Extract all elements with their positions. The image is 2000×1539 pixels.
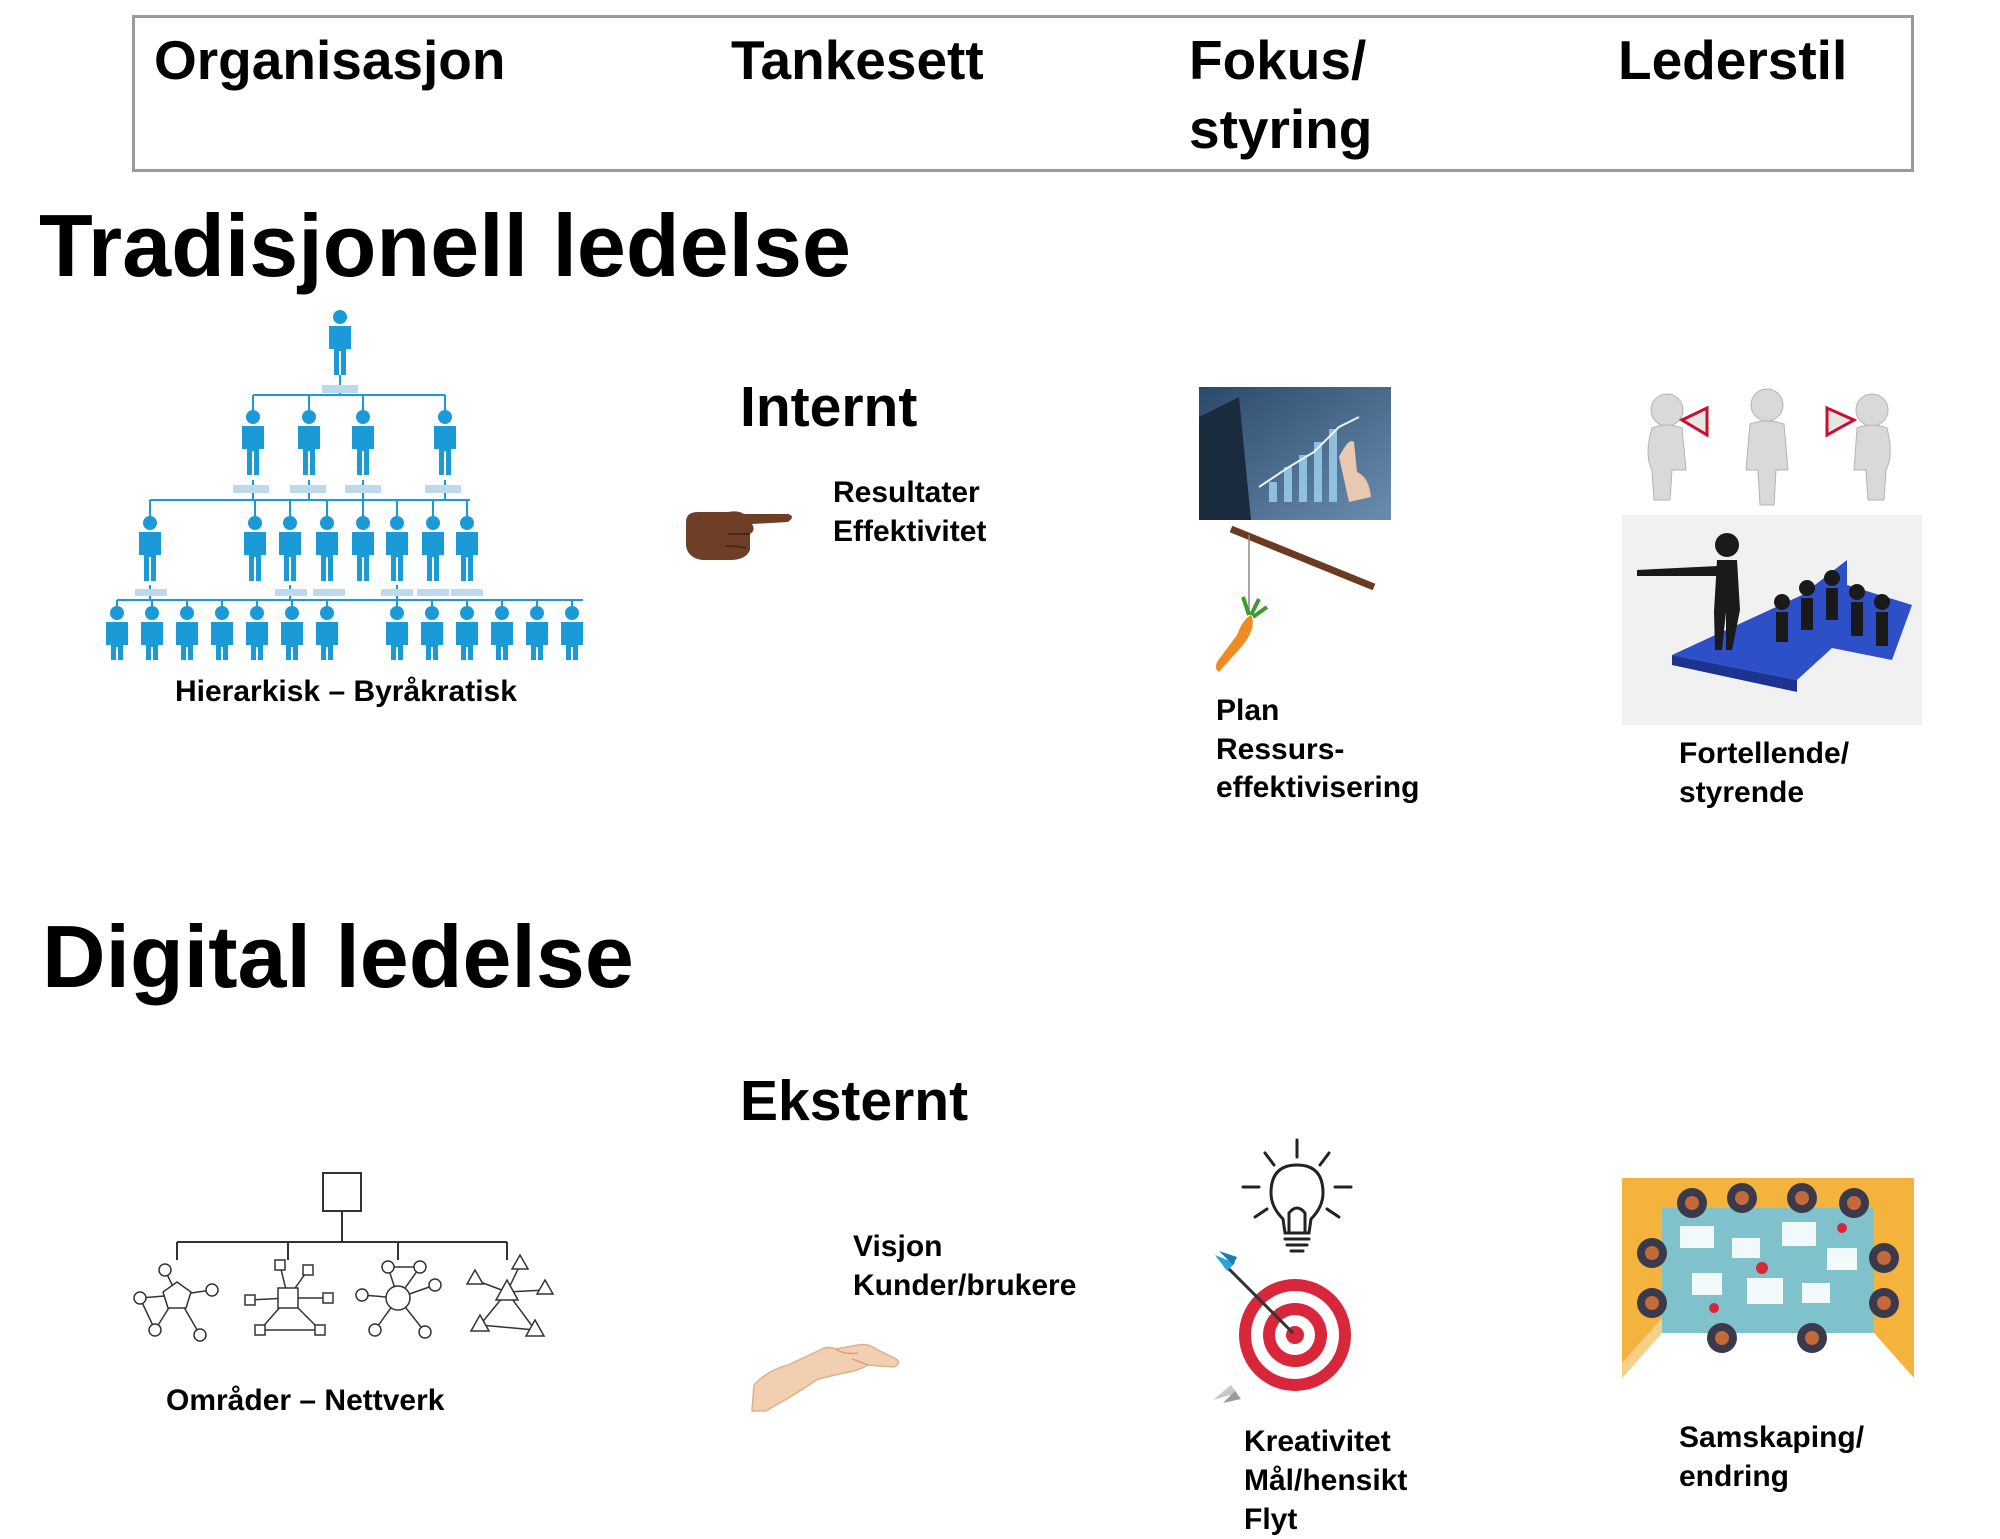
header-lederstil: Lederstil — [1618, 29, 1848, 91]
digital-focus-line1: Kreativitet — [1244, 1425, 1391, 1458]
traditional-style-line2: styrende — [1679, 776, 1805, 809]
header-fokus-line1: Fokus/ — [1189, 29, 1367, 91]
traditional-focus-line3: effektivisering — [1216, 771, 1420, 804]
traditional-title: Tradisjonell ledelse — [39, 196, 851, 295]
digital-mindset-line2: Kunder/brukere — [853, 1269, 1077, 1302]
digital-style-line1: Samskaping/ — [1679, 1421, 1865, 1454]
header-organisasjon: Organisasjon — [154, 29, 506, 91]
collaboration-table-icon — [1622, 1178, 1914, 1378]
digital-mindset-title: Eksternt — [740, 1069, 969, 1133]
network-org-icon — [133, 1172, 555, 1342]
header-tankesett: Tankesett — [731, 29, 984, 91]
digital-title: Digital ledelse — [42, 907, 634, 1006]
digital-style-line2: endring — [1679, 1460, 1789, 1493]
traditional-focus-line1: Plan — [1216, 694, 1280, 727]
header-fokus-line2: styring — [1189, 98, 1373, 160]
digital-org-label: Områder – Nettverk — [166, 1384, 445, 1417]
traditional-focus-line2: Ressurs- — [1216, 733, 1345, 766]
traditional-org-label: Hierarkisk – Byråkratisk — [175, 675, 517, 708]
megaphone-leader-icon — [1622, 380, 1922, 725]
digital-focus-line2: Mål/hensikt — [1244, 1464, 1408, 1497]
hierarchy-people-icon — [106, 310, 583, 660]
traditional-mindset-line1: Resultater — [833, 476, 980, 509]
traditional-style-line1: Fortellende/ — [1679, 737, 1850, 770]
digital-mindset-line1: Visjon — [853, 1230, 943, 1263]
business-chart-carrot-stick-icon — [1199, 387, 1391, 672]
traditional-mindset-line2: Effektivitet — [833, 515, 987, 548]
lightbulb-target-icon — [1213, 1138, 1353, 1403]
pointing-hand-icon — [686, 511, 792, 560]
header-box — [132, 15, 1914, 172]
digital-focus-line3: Flyt — [1244, 1503, 1298, 1536]
traditional-mindset-title: Internt — [740, 375, 918, 439]
open-hand-icon — [751, 1343, 900, 1412]
